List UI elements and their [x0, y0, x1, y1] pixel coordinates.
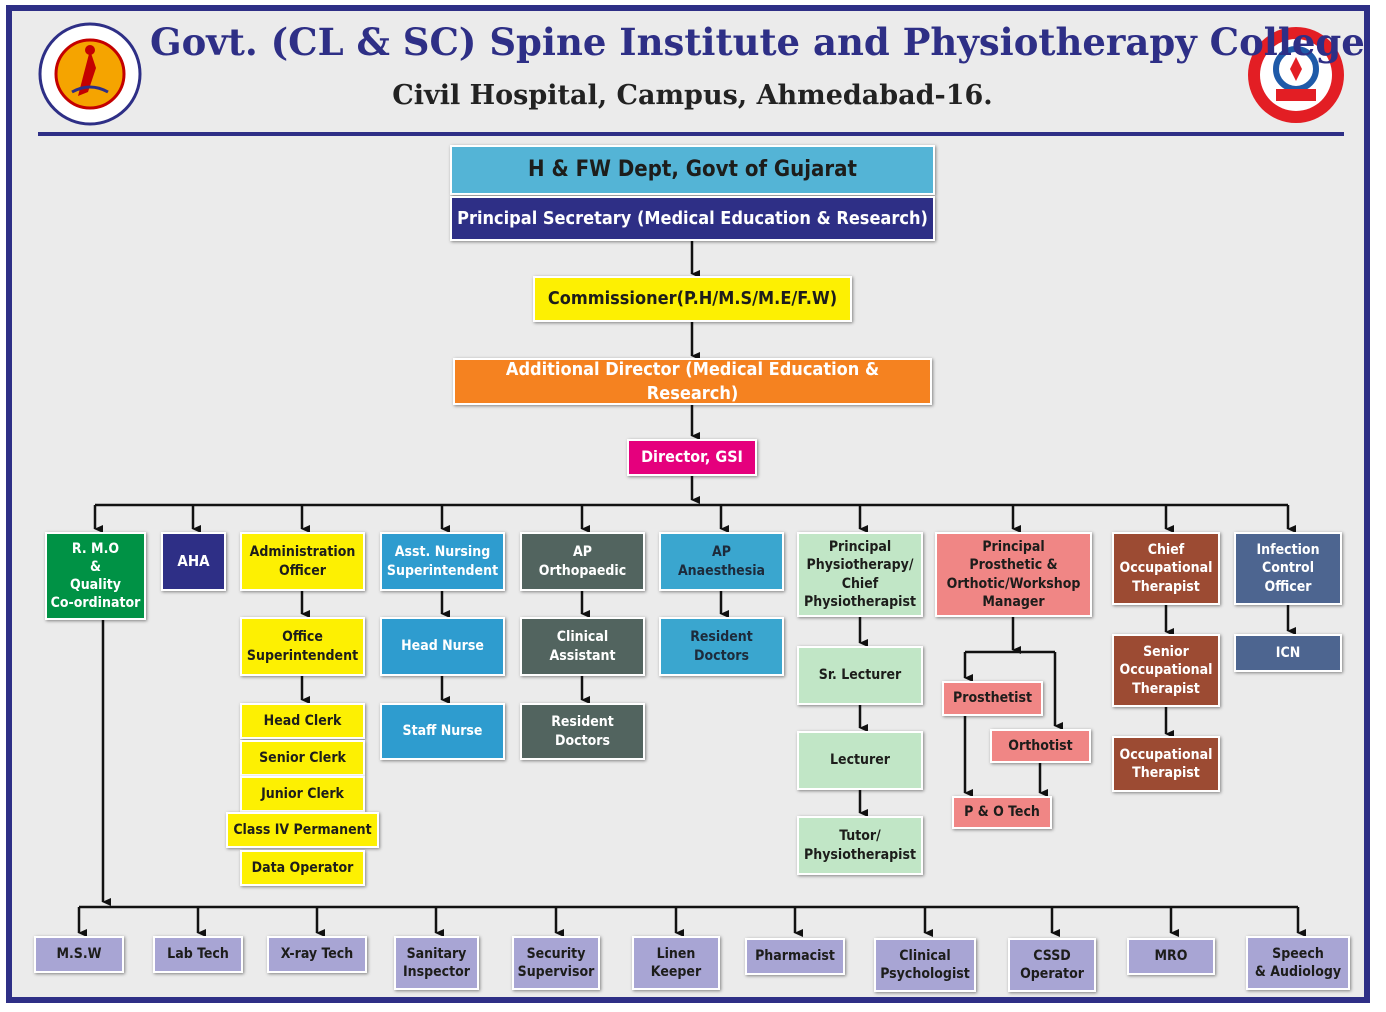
node-hfw-dept: H & FW Dept, Govt of Gujarat	[450, 145, 935, 195]
node-msw: M.S.W	[34, 936, 124, 973]
node-mro: MRO	[1127, 938, 1215, 975]
node-cssd-operator: CSSD Operator	[1008, 938, 1096, 992]
node-principal-secretary: Principal Secretary (Medical Education &…	[450, 196, 935, 241]
node-clinical-psychologist: Clinical Psychologist	[874, 938, 976, 992]
node-ap-orthopaedic: AP Orthopaedic	[520, 532, 645, 591]
node-senior-clerk: Senior Clerk	[240, 740, 365, 776]
node-infection-control-officer: Infection Control Officer	[1234, 532, 1342, 605]
node-lab-tech: Lab Tech	[153, 936, 243, 973]
node-junior-clerk: Junior Clerk	[240, 776, 365, 812]
nabh-logo	[1246, 25, 1346, 125]
node-xray-tech: X-ray Tech	[267, 936, 367, 973]
node-prosthetist: Prosthetist	[942, 681, 1043, 716]
node-administration-officer: Administration Officer	[240, 532, 365, 591]
node-speech-audiology: Speech & Audiology	[1246, 936, 1350, 990]
node-clinical-assistant: Clinical Assistant	[520, 617, 645, 676]
node-staff-nurse: Staff Nurse	[380, 703, 505, 760]
node-principal-prosthetic: Principal Prosthetic & Orthotic/Workshop…	[935, 532, 1092, 617]
node-orthotist: Orthotist	[990, 729, 1091, 763]
node-additional-director: Additional Director (Medical Education &…	[453, 358, 932, 405]
node-commissioner: Commissioner(P.H/M.S/M.E/F.W)	[533, 276, 852, 322]
node-sr-lecturer: Sr. Lecturer	[797, 646, 923, 705]
node-ortho-resident-doctors: Resident Doctors	[520, 703, 645, 760]
node-icn: ICN	[1234, 634, 1342, 672]
node-rmo-quality: R. M.O & Quality Co-ordinator	[45, 532, 146, 620]
node-security-supervisor: Security Supervisor	[512, 936, 600, 990]
node-director-gsi: Director, GSI	[627, 439, 757, 476]
node-aha: AHA	[161, 532, 226, 591]
node-lecturer: Lecturer	[797, 731, 923, 790]
node-p-and-o-tech: P & O Tech	[952, 796, 1052, 829]
node-anaesthesia-resident-doctors: Resident Doctors	[659, 617, 784, 676]
page-subtitle: Civil Hospital, Campus, Ahmedabad-16.	[392, 80, 993, 111]
node-linen-keeper: Linen Keeper	[632, 936, 720, 990]
node-tutor-physiotherapist: Tutor/ Physiotherapist	[797, 816, 923, 875]
node-ap-anaesthesia: AP Anaesthesia	[659, 532, 784, 591]
institute-logo	[38, 22, 142, 126]
page-title: Govt. (CL & SC) Spine Institute and Phys…	[150, 20, 1365, 64]
node-principal-physiotherapy: Principal Physiotherapy/ Chief Physiothe…	[797, 532, 923, 617]
header-divider	[38, 132, 1344, 136]
node-sanitary-inspector: Sanitary Inspector	[394, 936, 479, 990]
node-data-operator: Data Operator	[240, 850, 365, 886]
node-head-clerk: Head Clerk	[240, 703, 365, 739]
node-asst-nursing-superintendent: Asst. Nursing Superintendent	[380, 532, 505, 591]
node-office-superintendent: Office Superintendent	[240, 617, 365, 676]
node-head-nurse: Head Nurse	[380, 617, 505, 676]
node-chief-occupational-therapist: Chief Occupational Therapist	[1112, 532, 1220, 605]
node-occupational-therapist: Occupational Therapist	[1112, 736, 1220, 792]
node-class-iv-permanent: Class IV Permanent	[226, 812, 379, 848]
node-senior-occupational-therapist: Senior Occupational Therapist	[1112, 634, 1220, 707]
node-pharmacist: Pharmacist	[745, 938, 845, 975]
